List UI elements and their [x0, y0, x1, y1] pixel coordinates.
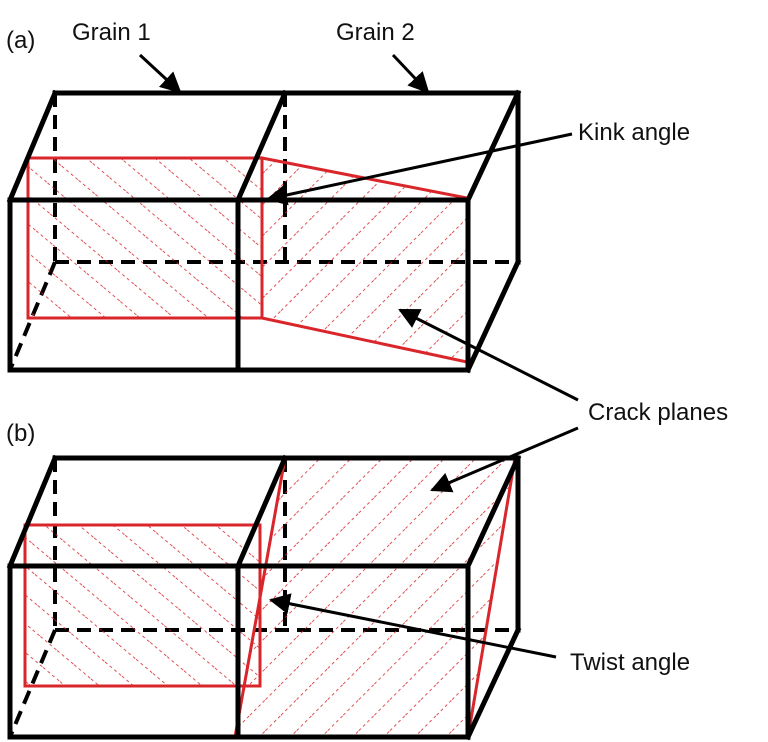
panel-a-label: (a): [6, 27, 35, 54]
panel-a-crack-plane-grain1: [26, 156, 264, 320]
crack-planes-leader-a: [398, 308, 579, 402]
grain2-label: Grain 2: [336, 19, 415, 46]
panel-a-crack-plane-grain2: [260, 156, 469, 364]
grain1-label: Grain 1: [72, 19, 151, 46]
panel-a: (a) Grain 1: [6, 19, 690, 402]
panel-a-box-edges: [6, 89, 522, 374]
twist-angle-label: Twist angle: [570, 649, 690, 676]
kink-angle-leader: [265, 132, 573, 206]
grain2-leader: [391, 53, 430, 94]
panel-b-crack-plane-grain1: [23, 523, 262, 688]
panel-b: (b) Twist angl: [6, 420, 690, 741]
twist-angle-leader: [268, 593, 557, 659]
crack-planes-leader-b: [430, 426, 579, 493]
panel-b-box-edges: [6, 454, 522, 741]
panel-b-label: (b): [6, 420, 35, 447]
grain1-leader: [138, 53, 182, 94]
panel-b-crack-plane-grain2: [233, 456, 517, 739]
crack-planes-label: Crack planes: [588, 399, 728, 426]
kink-angle-label: Kink angle: [578, 119, 690, 146]
